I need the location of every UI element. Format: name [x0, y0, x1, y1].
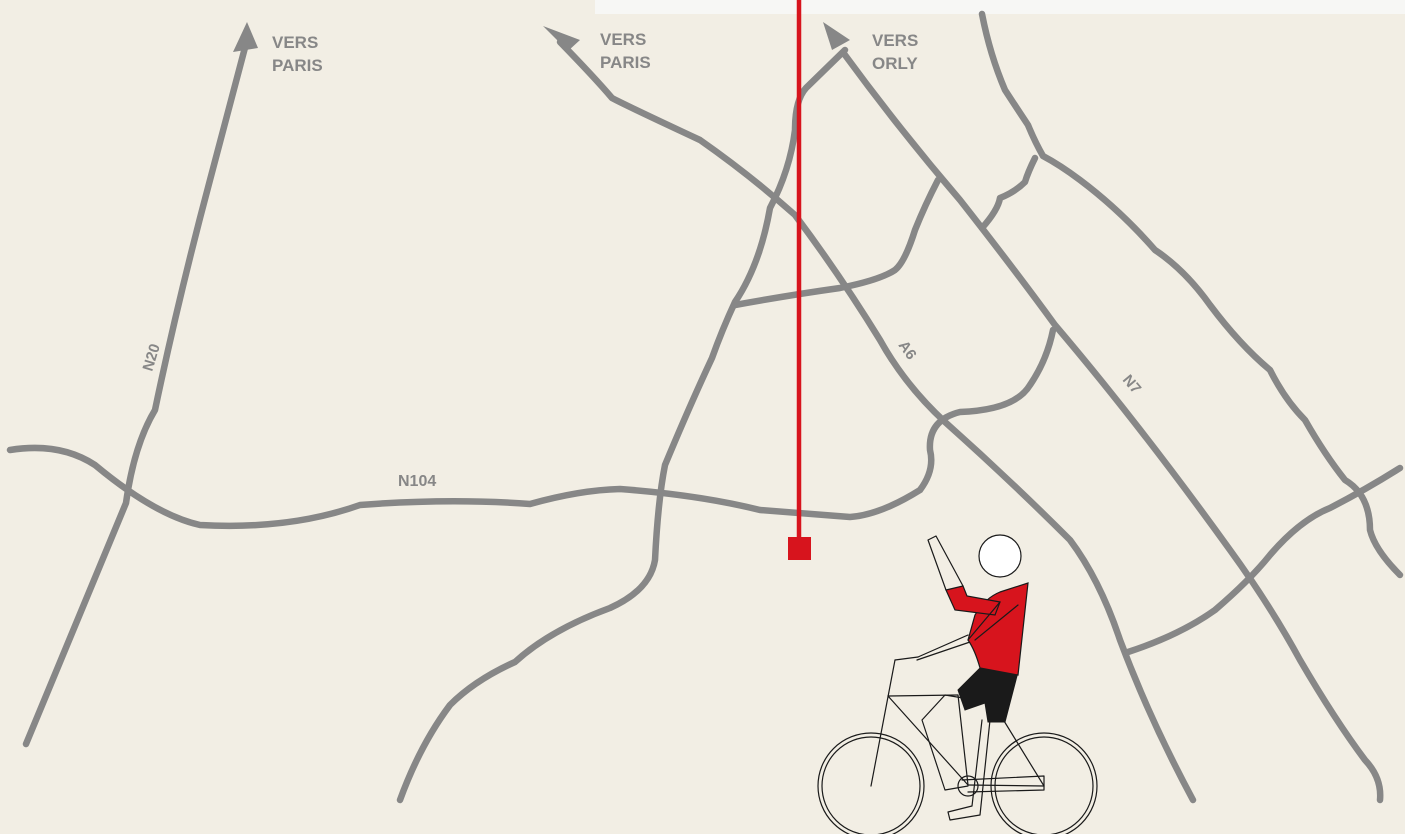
- road-east-link: [978, 154, 1039, 232]
- direction-paris-left-line1: VERS: [272, 33, 318, 52]
- road-west-orly: [396, 46, 849, 804]
- road-n104: [6, 326, 1057, 530]
- cyclist-head: [978, 534, 1022, 578]
- arrow-up-icon: [233, 22, 258, 52]
- road-label-n104: N104: [398, 473, 436, 490]
- road-label-a6: A6: [895, 338, 920, 363]
- road-n7: [841, 51, 1384, 804]
- road-east-north: [978, 10, 1404, 579]
- arrow-up-icon: [823, 22, 850, 50]
- location-marker-icon[interactable]: [788, 537, 811, 560]
- direction-orly-line1: VERS: [872, 31, 918, 50]
- road-connector: [731, 176, 942, 309]
- direction-paris-center-line2: PARIS: [600, 53, 651, 72]
- road-east-ne: [1124, 464, 1404, 656]
- road-label-n20: N20: [140, 342, 164, 373]
- direction-paris-center-line1: VERS: [600, 30, 646, 49]
- direction-paris-left-line2: PARIS: [272, 56, 323, 75]
- cyclist-shorts: [957, 667, 1019, 723]
- road-label-n7: N7: [1119, 372, 1144, 398]
- arrow-up-icon: [543, 26, 580, 51]
- road-n20: [22, 36, 251, 748]
- direction-orly-line2: ORLY: [872, 54, 918, 73]
- cyclist-sleeve: [945, 585, 1001, 616]
- road-to-paris-center: [556, 38, 1197, 804]
- top-band: [595, 0, 1405, 14]
- cyclist-illustration: [817, 534, 1098, 834]
